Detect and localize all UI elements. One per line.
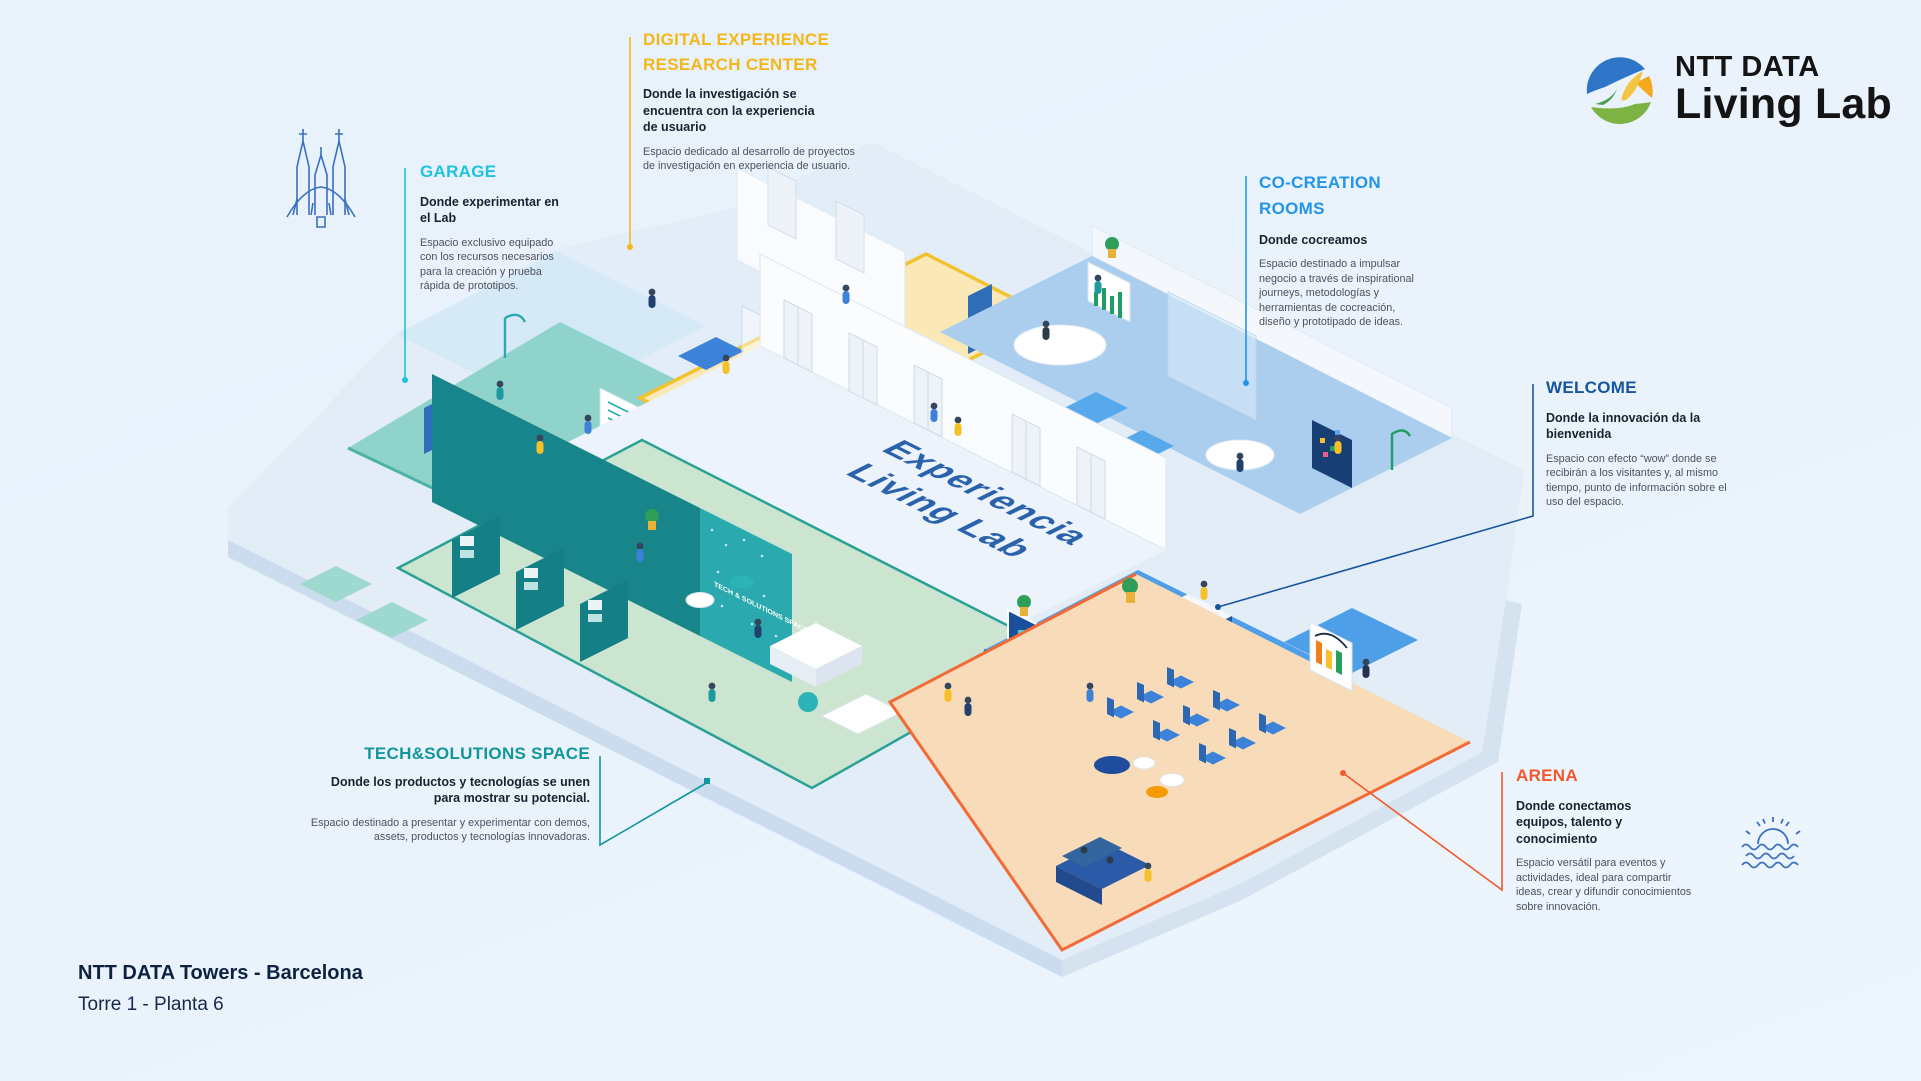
tech-bean-chair (798, 692, 818, 712)
zone-description: Espacio con efecto “wow” donde se recibi… (1546, 452, 1727, 509)
brand-name: NTT DATA (1675, 50, 1820, 83)
arena-flipchart (1309, 621, 1353, 692)
zone-description: Espacio versátil para eventos y activida… (1516, 857, 1692, 913)
pouf (685, 592, 715, 608)
derc-sofa (678, 337, 744, 370)
connector-arena (1340, 770, 1503, 892)
plant (1105, 237, 1119, 251)
palm-plant (1122, 578, 1138, 594)
connector-garage (402, 168, 408, 383)
zone-tagline: Donde experimentar en el Lab (420, 194, 559, 226)
floor-lamp (1390, 429, 1412, 470)
zone-title: DIGITAL EXPERIENCE RESEARCH CENTER (643, 30, 830, 74)
corridor: Experiencia Living Lab (560, 166, 1167, 650)
floor-name: Torre 1 - Planta 6 (78, 994, 224, 1015)
zone-description: Espacio dedicado al desarrollo de proyec… (643, 145, 855, 173)
plant (1017, 595, 1031, 609)
zone-tagline: Donde los productos y tecnologías se une… (330, 774, 590, 806)
callout-connectors (402, 37, 1534, 892)
zone-arena (887, 572, 1471, 952)
door (767, 166, 797, 240)
zone-tagline: Donde cocreamos (1259, 232, 1368, 247)
zone-cocreation (940, 225, 1453, 514)
callout-digital-experience: DIGITAL EXPERIENCE RESEARCH CENTER Donde… (643, 28, 855, 174)
callout-cocreation: CO-CREATION ROOMS Donde cocreamos Espaci… (1259, 170, 1421, 330)
arena-sofa (1056, 837, 1150, 905)
glass-partition (1167, 291, 1257, 421)
zone-title: GARAGE (420, 162, 497, 181)
garage-floor-lamp (503, 313, 527, 358)
zone-tagline: Donde la investigación se encuentra con … (643, 87, 815, 135)
door (835, 200, 865, 274)
arena-chairs (1107, 667, 1286, 765)
brand-logo: NTT DATA Living Lab (1583, 52, 1892, 128)
connector-cocreation (1243, 176, 1249, 386)
pouf (730, 575, 754, 589)
connector-tech-solutions (599, 756, 710, 847)
pouf (1146, 786, 1168, 798)
location-caption: NTT DATA Towers - Barcelona Torre 1 - Pl… (78, 962, 363, 1016)
zone-tagline: Donde conectamos equipos, talento y cono… (1516, 798, 1632, 846)
plant (645, 509, 659, 523)
corridor-wall-doors (759, 253, 1167, 551)
people (496, 274, 1370, 882)
zone-title: ARENA (1516, 766, 1578, 785)
sun-over-sea-icon (1740, 816, 1806, 877)
zone-title: CO-CREATION ROOMS (1259, 173, 1381, 219)
zone-description: Espacio exclusivo equipado con los recur… (420, 236, 554, 293)
callout-garage: GARAGE Donde experimentar en el Lab Espa… (420, 160, 572, 294)
callout-welcome: WELCOME Donde la innovación da la bienve… (1546, 376, 1728, 510)
tech-display-stands (452, 516, 628, 662)
ntt-data-globe-icon (1586, 57, 1653, 125)
pouf (1159, 773, 1185, 787)
pouf (1132, 756, 1156, 770)
connector-welcome (1215, 384, 1534, 610)
connector-digital-experience (627, 37, 633, 250)
pouf (1094, 756, 1130, 774)
callout-arena: ARENA Donde conectamos equipos, talento … (1516, 764, 1694, 914)
zone-title: TECH&SOLUTIONS SPACE (364, 744, 590, 763)
zone-title: WELCOME (1546, 378, 1637, 397)
building-name: NTT DATA Towers - Barcelona (78, 962, 363, 984)
sagrada-familia-icon (283, 115, 359, 242)
cocreation-sticky-wall (1312, 420, 1352, 488)
cocreation-table (1013, 324, 1107, 366)
tech-demo-table (770, 623, 862, 687)
zone-description: Espacio destinado a impulsar negocio a t… (1259, 258, 1414, 329)
zone-description: Espacio destinado a presentar y experime… (310, 816, 590, 844)
tech-sign-wall (700, 508, 792, 682)
product-name: Living Lab (1675, 79, 1892, 128)
zone-tagline: Donde la innovación da la bienvenida (1546, 410, 1701, 442)
callout-tech-solutions: TECH&SOLUTIONS SPACE Donde los productos… (310, 742, 590, 845)
tech-wall (432, 374, 700, 636)
